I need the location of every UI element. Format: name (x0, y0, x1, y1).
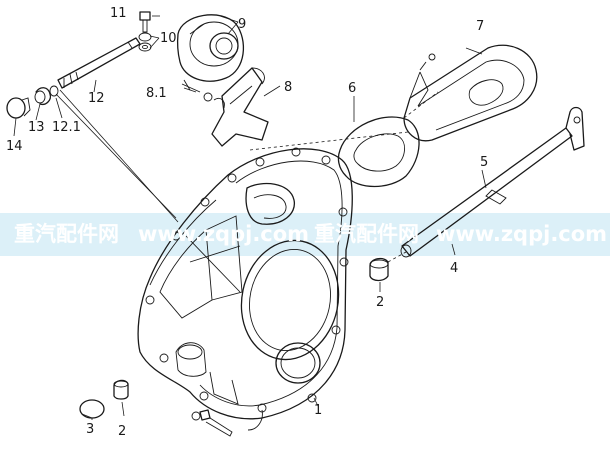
gasket (337, 116, 420, 188)
release-bearing (176, 14, 245, 82)
callout-11: 11 (110, 6, 127, 21)
cover-plate (403, 44, 538, 142)
callout-3: 3 (86, 422, 94, 437)
cross-shaft (400, 106, 585, 258)
cap-plug (79, 399, 105, 419)
callout-7: 7 (476, 19, 484, 34)
bottom-bolt (191, 409, 233, 437)
callout-12-1: 12.1 (52, 120, 81, 135)
seal-bushing-plug (6, 85, 59, 119)
bushings (113, 257, 389, 400)
assembly-lines (55, 89, 439, 263)
callout-5: 5 (480, 155, 488, 170)
callout-8-1: 8.1 (146, 86, 167, 101)
watermark-left-text: 重汽配件网 (14, 222, 119, 246)
bolt-and-washers (138, 11, 152, 52)
callout-10: 10 (160, 31, 177, 46)
release-shaft (57, 37, 141, 89)
callout-leaders (13, 15, 487, 420)
clutch-housing (137, 147, 353, 431)
callout-6: 6 (348, 81, 356, 96)
watermark-right-text: 重汽配件网 (314, 222, 419, 246)
callout-1: 1 (314, 403, 322, 418)
callout-13: 13 (28, 120, 45, 135)
callout-12: 12 (88, 91, 105, 106)
callout-9: 9 (238, 17, 246, 32)
callout-labels: 1 2 2 3 4 5 6 7 8 8.1 9 10 11 12 12.1 13… (6, 6, 488, 439)
callout-14: 14 (6, 139, 23, 154)
watermark-band (0, 213, 610, 256)
callout-2-left: 2 (118, 424, 126, 439)
watermark-url-left: www.zqpj.com (138, 222, 309, 246)
release-fork (181, 67, 269, 147)
watermark: 重汽配件网 www.zqpj.com 重汽配件网 www.zqpj.com (14, 222, 607, 246)
callout-8: 8 (284, 80, 292, 95)
callout-4: 4 (450, 261, 458, 276)
watermark-url-right: www.zqpj.com (436, 222, 607, 246)
callout-2-right: 2 (376, 295, 384, 310)
